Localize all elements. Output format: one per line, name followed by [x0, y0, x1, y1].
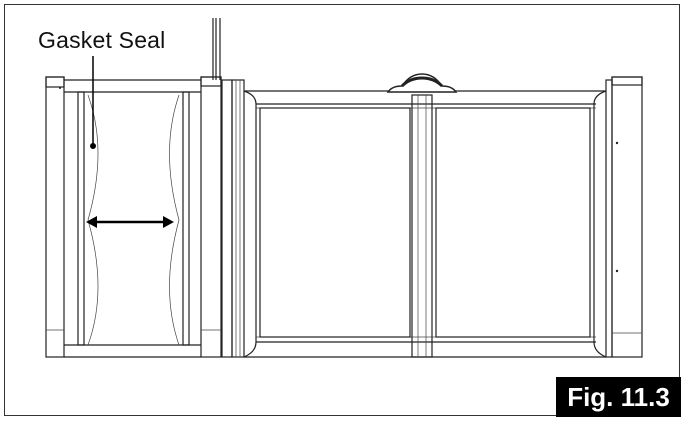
double-arrow-icon: [86, 216, 174, 228]
figure-label: Fig. 11.3: [556, 377, 681, 417]
figure-border: [4, 4, 680, 416]
door-unit: [221, 73, 643, 358]
gasket-seal-right: [169, 94, 180, 346]
gasket-seal-left: [87, 94, 99, 346]
door-handle: [386, 73, 458, 93]
gasket-seal-label: Gasket Seal: [38, 27, 166, 53]
vertical-pipes: [212, 18, 221, 80]
left-panel-unit: [45, 56, 222, 358]
